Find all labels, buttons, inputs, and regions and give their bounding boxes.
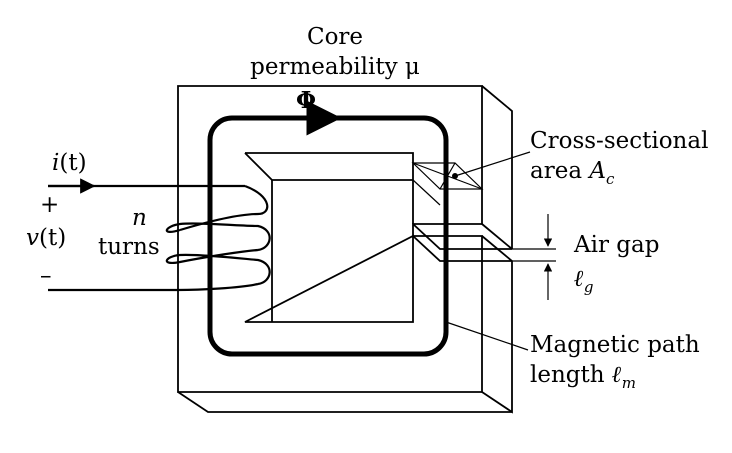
path-length-ell: ℓ: [612, 361, 622, 388]
voltage-symbol: v: [26, 225, 39, 251]
current-label: i(t): [52, 150, 87, 176]
cross-section-leader: [454, 151, 531, 177]
flux-path: [207, 100, 449, 357]
cross-section-dot: [452, 173, 458, 179]
current-symbol: i: [52, 150, 59, 176]
turns-label: turns: [98, 234, 160, 260]
core-front-face: [177, 85, 483, 393]
path-length-leader: [445, 321, 529, 351]
cross-section-symbol: A: [587, 158, 606, 184]
leader-lines: [445, 151, 531, 351]
cross-section-line1: Cross-sectional: [530, 128, 708, 154]
voltage-label: v(t): [26, 225, 66, 251]
flux-symbol: Φ: [296, 87, 316, 114]
air-gap-symbol: ℓg: [574, 265, 593, 296]
air-gap-dimension: [512, 214, 556, 300]
path-length-line2: length ℓm: [530, 361, 636, 392]
voltage-plus: +: [40, 192, 59, 218]
cross-section-line2: area Ac: [530, 158, 615, 188]
cross-section-sub: c: [606, 170, 615, 188]
air-gap-sub: g: [584, 278, 594, 296]
turns-n: n: [132, 205, 147, 231]
air-gap-label: Air gap: [573, 232, 659, 258]
core-label-line2: permeability μ: [250, 54, 420, 80]
path-length-word: length: [530, 362, 612, 388]
cross-section-area-word: area: [530, 158, 589, 184]
current-arg: (t): [59, 150, 86, 176]
voltage-arg: (t): [39, 225, 66, 251]
core-label-line1: Core: [307, 24, 363, 50]
path-length-sub: m: [622, 374, 636, 392]
path-length-line1: Magnetic path: [530, 332, 700, 358]
core-window: [244, 152, 414, 323]
voltage-minus: –: [40, 263, 52, 289]
air-gap-faces: [412, 179, 512, 262]
air-gap-ell: ℓ: [574, 265, 584, 292]
